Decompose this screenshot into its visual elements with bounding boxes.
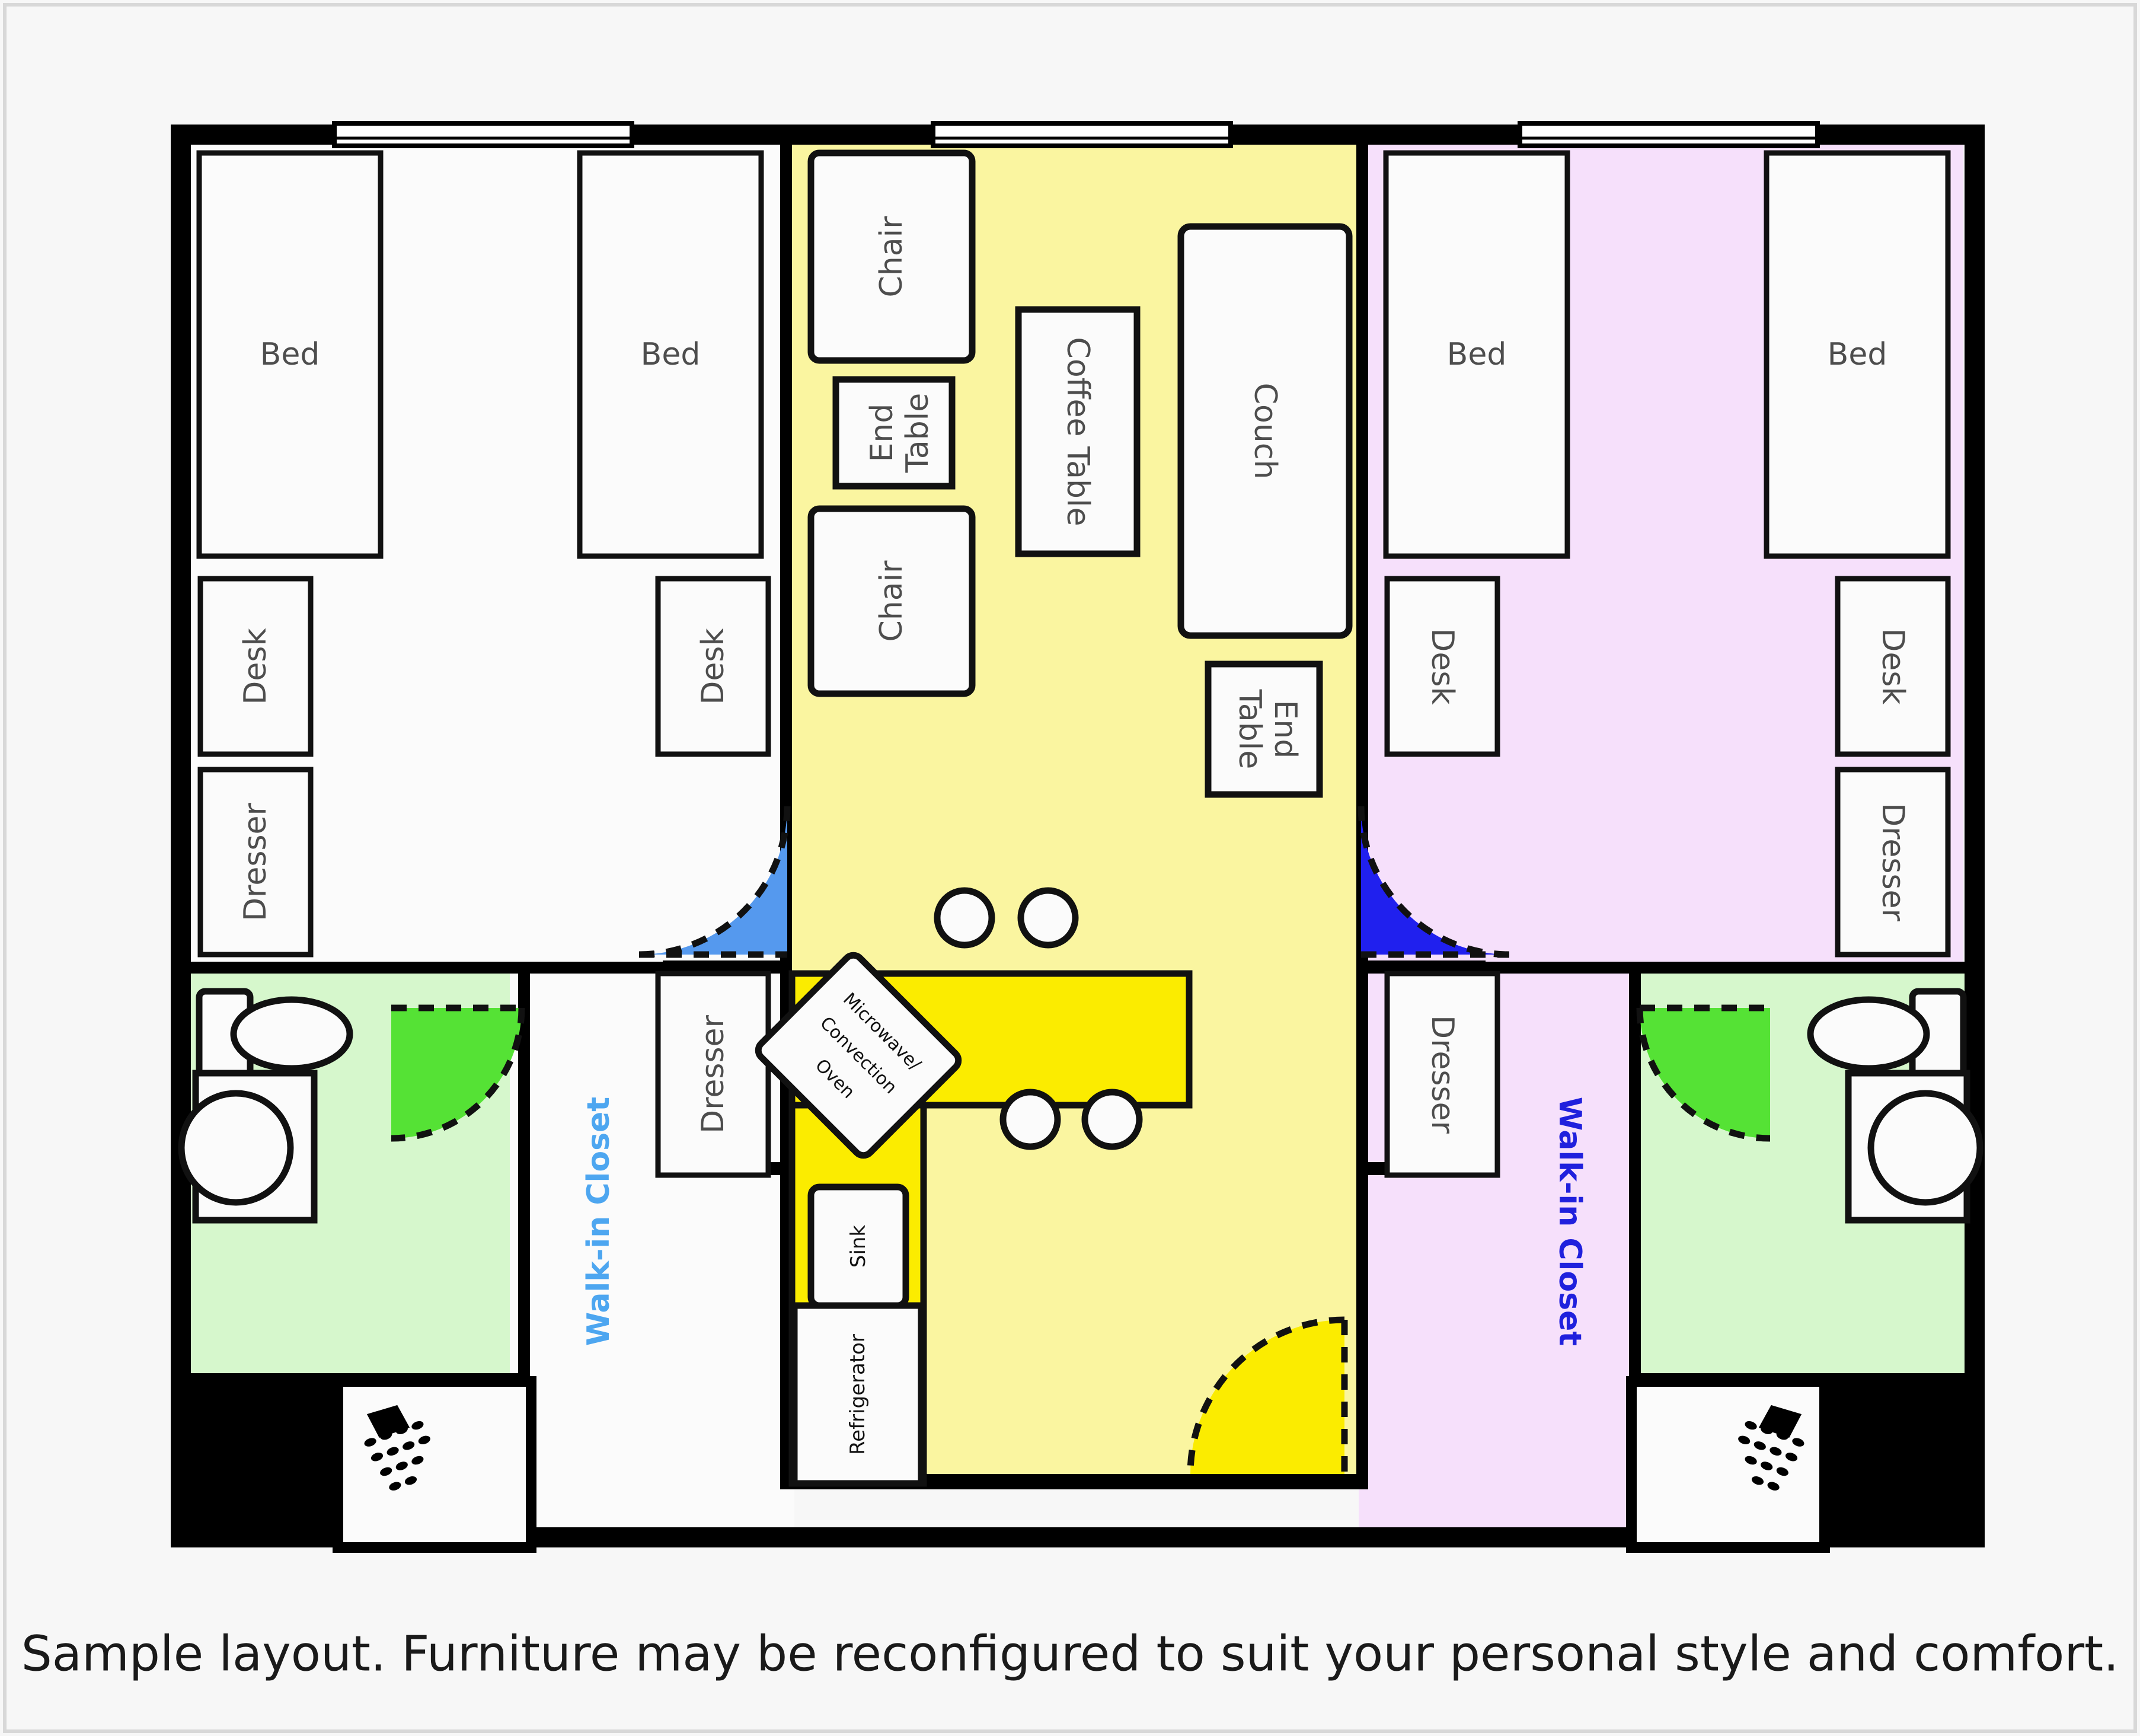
wall-bedroom-right-bottom <box>1358 962 1984 974</box>
closet-label-right: Walk-in Closet <box>1552 1097 1588 1346</box>
bathroom-right-fixtures <box>1626 988 1984 1553</box>
sink-basin-icon[interactable] <box>1807 996 1930 1072</box>
bed[interactable] <box>1383 150 1570 559</box>
chair[interactable] <box>807 505 976 697</box>
bar-stool <box>999 1089 1061 1150</box>
bedroom-left-furniture: Bed Bed Desk Dresser Desk Dresser <box>196 150 771 1178</box>
dresser[interactable] <box>1384 971 1500 1178</box>
bathroom-door-left-arc <box>391 1007 525 1142</box>
sink-label: Sink <box>847 1225 870 1268</box>
couch[interactable] <box>1177 223 1353 639</box>
refrigerator-label: Refrigerator <box>846 1334 870 1455</box>
desk-label: Desk <box>695 628 731 704</box>
page-border <box>3 3 2137 1733</box>
door-swings <box>391 806 1771 1475</box>
desk-label: Desk <box>1424 628 1460 704</box>
end-table-label-line2: Table <box>900 393 935 473</box>
bar-stools <box>934 887 1143 1150</box>
kitchen-appliances: Microwave/ Convection Oven Sink Refriger… <box>755 952 963 1487</box>
end-table-label-line2: Table <box>1232 689 1267 769</box>
end-table-label-line1: End <box>1267 700 1303 759</box>
wall-bath-right-e <box>1972 968 1984 1383</box>
window-icon <box>933 123 1231 146</box>
utility-block-right <box>1806 1381 1985 1547</box>
bar-stool <box>1017 887 1079 949</box>
bar-stool <box>1081 1089 1143 1150</box>
wall-bath-right-w <box>1629 968 1641 1383</box>
shower-icon <box>364 1405 430 1491</box>
desk[interactable] <box>197 576 314 757</box>
chair-label: Chair <box>874 216 909 298</box>
closet-door-right-arc <box>1358 806 1510 958</box>
bathroom-left-fixtures <box>178 988 536 1553</box>
end-table[interactable] <box>832 376 956 490</box>
window-group <box>332 121 1820 148</box>
dresser[interactable] <box>197 767 314 958</box>
microwave-body <box>755 952 962 1159</box>
entry-door-swing <box>1190 1320 1344 1474</box>
shower-stall[interactable] <box>333 1376 536 1553</box>
entry-door-arc <box>1187 1316 1345 1475</box>
chair[interactable] <box>807 149 976 364</box>
end-table[interactable] <box>1205 660 1323 798</box>
closet-door-left-swing <box>639 806 787 955</box>
bed-label: Bed <box>260 337 320 372</box>
bed-label: Bed <box>641 337 701 372</box>
wall-closet-left-top <box>663 960 792 974</box>
wall-bedroom-left-bottom <box>171 962 791 974</box>
bed[interactable] <box>577 150 764 559</box>
coffee-table-label: Coffee Table <box>1060 337 1095 526</box>
toilet-bowl-icon[interactable] <box>178 1090 294 1206</box>
desk[interactable] <box>1384 576 1500 757</box>
desk-label: Desk <box>238 628 273 704</box>
bed[interactable] <box>1764 150 1951 559</box>
dresser-label: Dresser <box>695 1014 731 1133</box>
desk-label: Desk <box>1875 628 1911 704</box>
wall-living-left-upper <box>780 127 792 969</box>
bed-label: Bed <box>1828 337 1887 372</box>
window-icon <box>1520 123 1818 146</box>
wall-bath-left-w <box>177 968 189 1383</box>
closet-door-right-swing <box>1361 806 1509 955</box>
wall-living-right-upper <box>1356 127 1368 969</box>
wall-bath-left-e <box>518 968 530 1383</box>
toilet-bowl-icon[interactable] <box>1867 1090 1984 1206</box>
utility-block-left <box>171 1381 349 1547</box>
wall-closet-right-top <box>1356 960 1486 974</box>
dresser-label: Dresser <box>238 802 273 921</box>
window-icon <box>334 123 632 146</box>
end-table-label-line1: End <box>864 404 900 462</box>
chair-label: Chair <box>874 560 909 642</box>
refrigerator[interactable] <box>791 1302 925 1487</box>
desk[interactable] <box>1835 576 1951 757</box>
dresser[interactable] <box>1835 767 1951 958</box>
bathroom-door-right-swing <box>1640 1008 1770 1138</box>
sink-basin-icon[interactable] <box>230 996 353 1072</box>
dresser-label: Dresser <box>1875 803 1911 921</box>
wall-living-right-lower <box>1356 969 1368 1488</box>
shower-icon <box>1738 1405 1804 1491</box>
bedroom-right-furniture: Bed Bed Desk Desk Dresser Dresser <box>1383 150 1951 1178</box>
shower-stall[interactable] <box>1626 1376 1830 1553</box>
microwave-oven[interactable] <box>755 952 963 1160</box>
dresser[interactable] <box>655 971 771 1178</box>
bed-label: Bed <box>1447 337 1507 372</box>
desk[interactable] <box>655 576 771 757</box>
bar-stool <box>934 887 995 949</box>
coffee-table[interactable] <box>1015 306 1141 557</box>
bathroom-door-right-arc <box>1636 1007 1771 1142</box>
bed[interactable] <box>196 150 384 559</box>
caption-text: Sample layout. Furniture may be reconfig… <box>21 1626 2119 1683</box>
couch-label: Couch <box>1247 383 1283 480</box>
living-room-furniture: Chair End Table Chair Coffee Table Couch… <box>807 149 1353 798</box>
closet-label-left: Walk-in Closet <box>581 1097 617 1346</box>
bathroom-door-left-swing <box>391 1008 522 1138</box>
closet-door-left-arc <box>638 806 791 958</box>
dresser-label: Dresser <box>1424 1015 1460 1134</box>
